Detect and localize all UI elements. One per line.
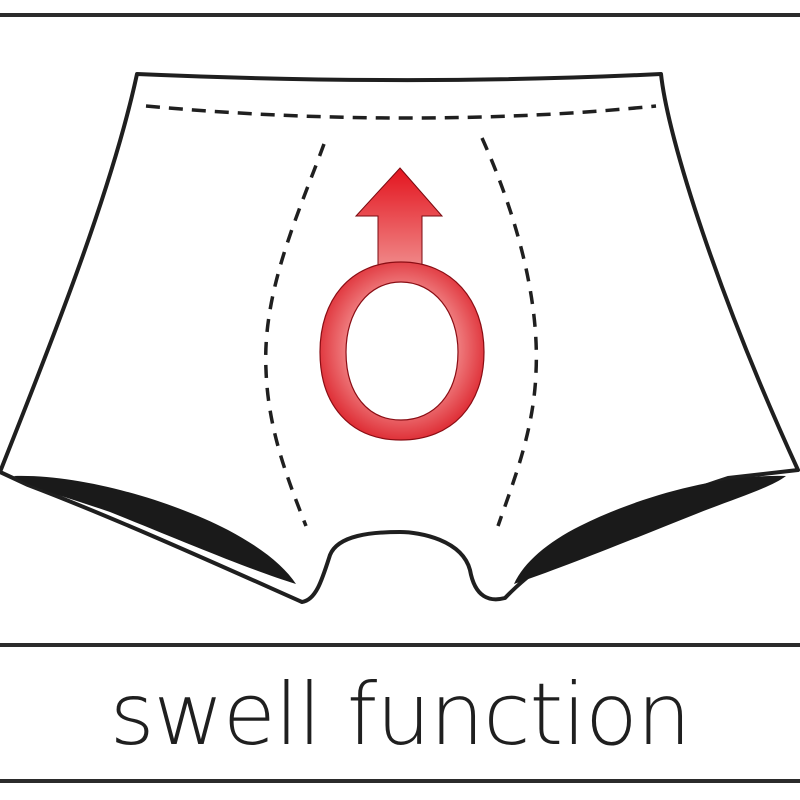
male-symbol-icon (319, 167, 485, 441)
left-leg-opening (14, 475, 296, 584)
caption-text: swell function (109, 665, 691, 765)
frame-top-border (0, 13, 800, 17)
right-pouch-seam (480, 137, 539, 527)
waistband-seam (145, 104, 657, 120)
shorts-outline (0, 72, 800, 604)
frame-bottom-border (0, 779, 800, 783)
frame-divider (0, 643, 800, 647)
boxer-shorts-icon (0, 72, 800, 604)
right-leg-opening (514, 475, 786, 584)
